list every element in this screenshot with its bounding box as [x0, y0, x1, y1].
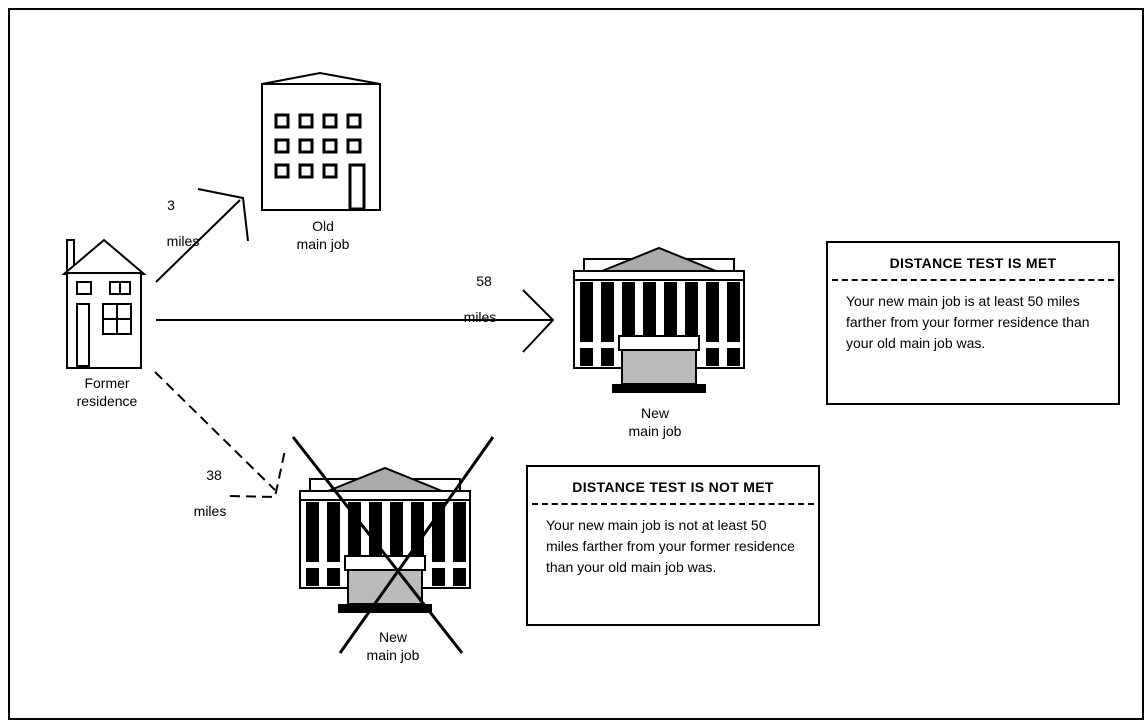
- columned-building-icon: [573, 246, 745, 393]
- divider: [832, 279, 1114, 281]
- distance-old-job-value: 3: [167, 197, 175, 213]
- distance-new-job-met: 58 miles: [450, 254, 510, 326]
- result-met-text: Your new main job is at least 50 miles f…: [846, 293, 1090, 351]
- arrow-new-job-not-met: [154, 371, 286, 499]
- label-new-main-job-not-met: New main job: [366, 629, 420, 663]
- result-box-not-met: DISTANCE TEST IS NOT MET Your new main j…: [526, 465, 820, 626]
- distance-new-job-not-met-value: 38: [206, 467, 222, 483]
- distance-new-job-not-met: 38 miles: [180, 448, 240, 520]
- arrow-old-job: [155, 188, 249, 283]
- result-not-met-title: DISTANCE TEST IS NOT MET: [572, 479, 774, 495]
- result-not-met-text: Your new main job is not at least 50 mil…: [546, 517, 795, 575]
- divider: [532, 503, 814, 505]
- label-former-residence: Former residence: [76, 375, 138, 409]
- distance-old-job-unit: miles: [166, 233, 200, 249]
- label-new-main-job-met: New main job: [628, 405, 682, 439]
- cross-out-icon: [291, 436, 495, 654]
- distance-old-job: 3 miles: [153, 178, 213, 250]
- distance-new-job-not-met-unit: miles: [193, 503, 227, 519]
- distance-new-job-met-unit: miles: [463, 309, 497, 325]
- arrow-new-job-met: [156, 289, 555, 353]
- result-met-title: DISTANCE TEST IS MET: [889, 255, 1057, 271]
- distance-new-job-met-value: 58: [476, 273, 492, 289]
- office-building-icon: [261, 71, 381, 211]
- result-box-met: DISTANCE TEST IS MET Your new main job i…: [826, 241, 1120, 405]
- house-icon: [61, 238, 147, 369]
- label-old-main-job: Old main job: [296, 218, 350, 252]
